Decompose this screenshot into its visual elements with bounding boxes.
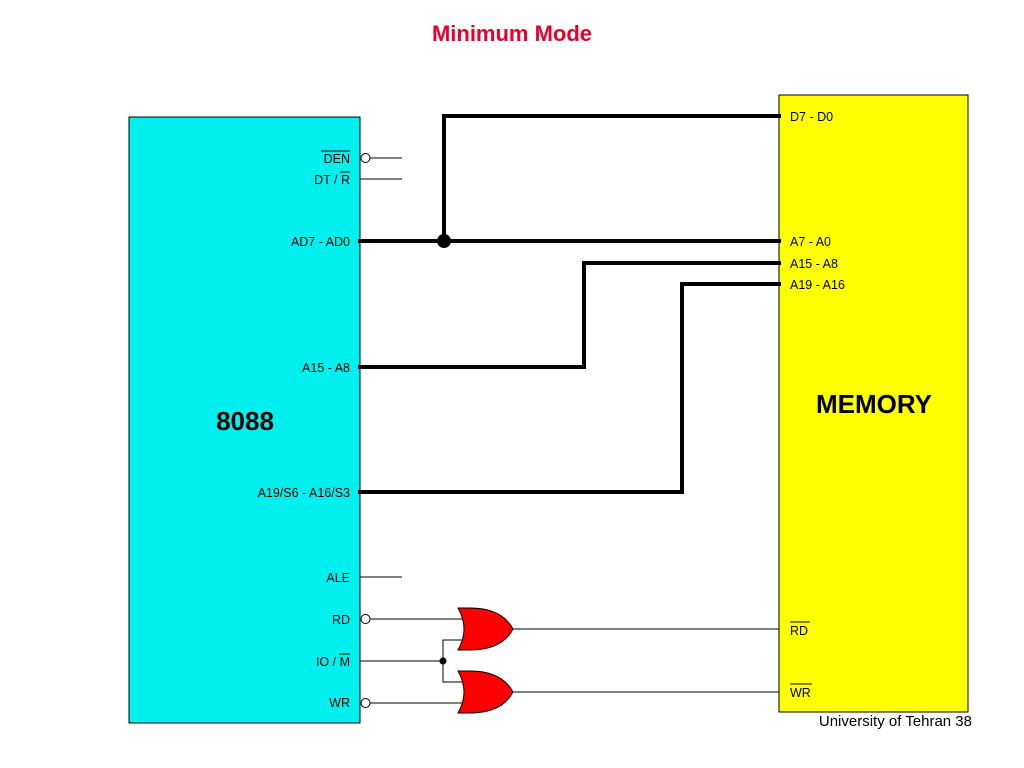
cpu-block [128, 116, 361, 724]
bus-wires [358, 114, 781, 494]
mem-pin-d7-d0: D7 - D0 [790, 110, 833, 124]
cpu-pin-io-m: IO / M [316, 655, 350, 669]
data-bus [442, 114, 781, 243]
cpu-pin-dtr-prefix: DT / [314, 173, 341, 187]
cpu-pin-a19-a16: A19/S6 - A16/S3 [258, 486, 350, 500]
wr-inversion-bubble [360, 698, 371, 708]
mem-pin-a7-a0: A7 - A0 [790, 235, 831, 249]
bus-junction-dot [437, 234, 451, 248]
cpu-pin-io-prefix: IO / [316, 655, 340, 669]
cpu-pin-a15-a8: A15 - A8 [302, 361, 350, 375]
mem-pin-a15-a8: A15 - A8 [790, 257, 838, 271]
cpu-pin-ad7-ad0: AD7 - AD0 [291, 235, 350, 249]
cpu-pin-rd: RD [332, 613, 350, 627]
cpu-pin-dtr-bar: R [341, 173, 350, 187]
io-m-junction-dot [439, 657, 447, 665]
or-gate-rd [457, 607, 514, 651]
a15-bus-right [486, 261, 781, 369]
memory-block [778, 94, 969, 713]
cpu-pin-den: DEN [324, 152, 350, 166]
cpu-pin-io-bar: M [340, 655, 350, 669]
page-title: Minimum Mode [432, 21, 592, 46]
cpu-pin-dtr: DT / R [314, 173, 350, 187]
mem-pin-wr: WR [790, 686, 811, 700]
rd-inversion-bubble [360, 614, 371, 624]
a19-bus-right [486, 282, 781, 494]
footer-text: University of Tehran 38 [819, 713, 972, 730]
memory-label: MEMORY [816, 389, 932, 419]
mem-pin-a19-a16: A19 - A16 [790, 278, 845, 292]
or-gate-wr [457, 670, 514, 714]
den-inversion-bubble [360, 153, 371, 163]
cpu-pin-wr: WR [329, 696, 350, 710]
cpu-label: 8088 [216, 406, 274, 436]
cpu-pin-ale: ALE [326, 571, 350, 585]
mem-pin-rd: RD [790, 624, 808, 638]
